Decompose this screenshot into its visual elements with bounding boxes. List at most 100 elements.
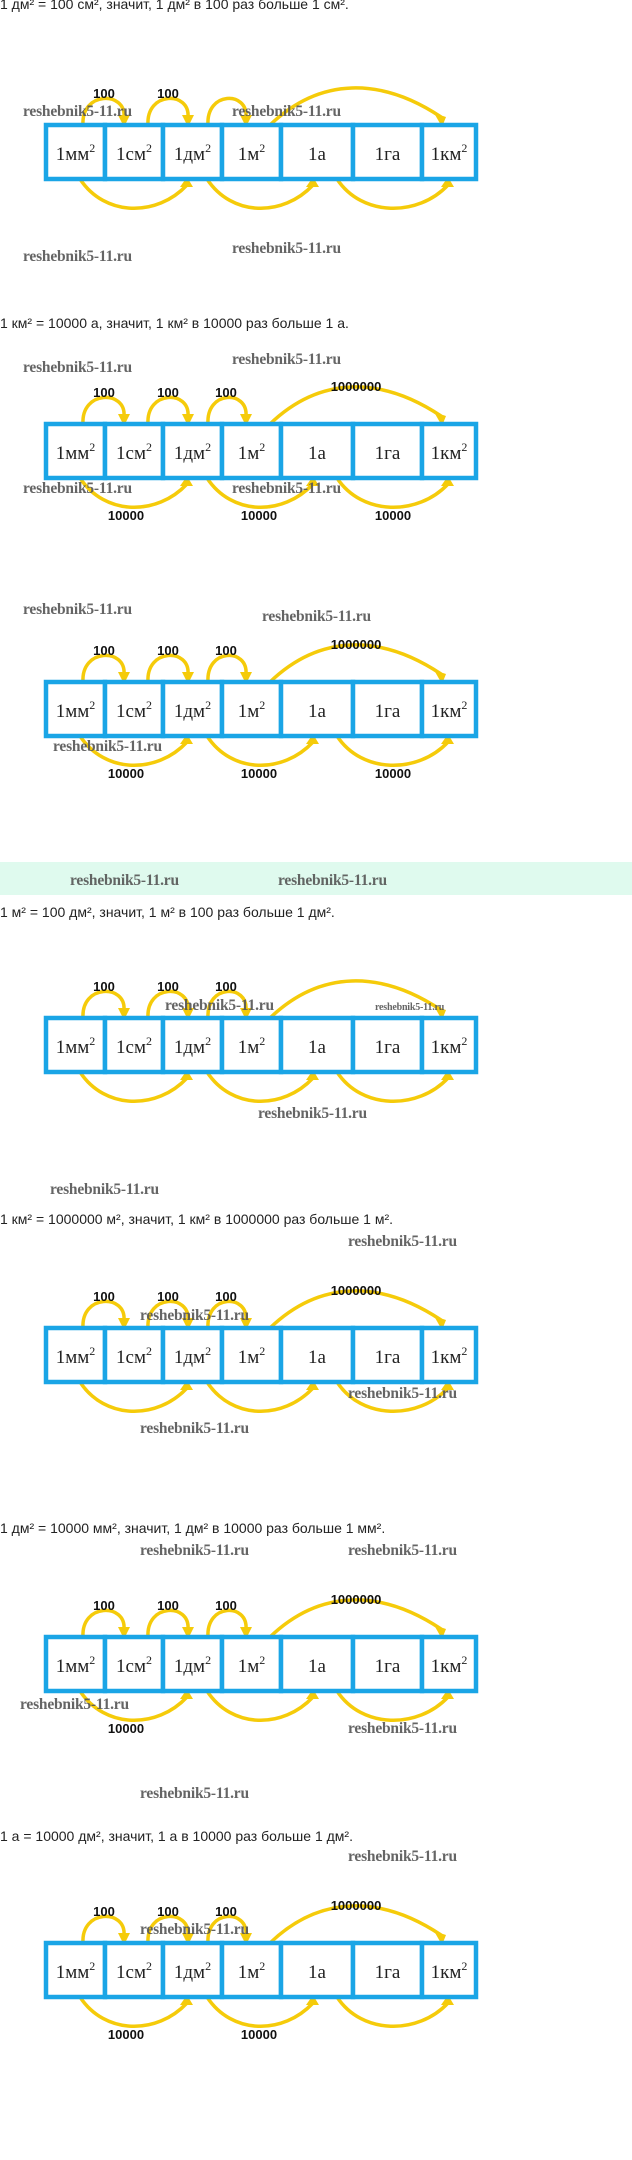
unit-cell-label: 1дм2: [174, 1959, 211, 1983]
unit-cell-box: [102, 679, 166, 739]
unit-exponent: 2: [146, 698, 152, 712]
unit-cell: 1дм2: [160, 1325, 225, 1385]
unit-cell-label: 1дм2: [174, 1034, 211, 1058]
bottom-arrow-arc: [78, 735, 189, 767]
unit-exponent: 2: [146, 1344, 152, 1358]
arrowhead-down-icon: [240, 414, 252, 426]
unit-name: 1км: [431, 144, 462, 165]
top-arrow-arc: [146, 96, 190, 126]
watermark: reshebnik5-11.ru: [53, 738, 162, 755]
watermark: reshebnik5-11.ru: [262, 608, 371, 625]
conversion-factor-label: 10000: [241, 508, 277, 523]
conversion-factor-label: 100: [93, 86, 115, 101]
unit-cell-box: [43, 421, 108, 481]
bottom-arrow-arc: [335, 477, 450, 510]
arrowhead-down-icon: [118, 1318, 130, 1330]
unit-name: 1мм: [56, 443, 90, 464]
unit-exponent: 2: [461, 698, 467, 712]
unit-exponent: 2: [205, 1344, 211, 1358]
unit-name: 1мм: [56, 701, 90, 722]
unit-cell-label: 1км2: [431, 440, 468, 464]
unit-cell-label: 1а: [308, 443, 327, 464]
unit-name: 1км: [431, 701, 462, 722]
bottom-arrow-arc: [78, 178, 189, 210]
arrowhead-down-icon: [118, 672, 130, 684]
watermark: reshebnik5-11.ru: [232, 351, 341, 368]
top-arrow-arc: [206, 653, 248, 683]
arrowhead-down-icon: [118, 414, 130, 426]
unit-cell-label: 1см2: [116, 1344, 152, 1368]
unit-name: 1дм: [174, 443, 205, 464]
bottom-arrow-arc: [335, 1690, 450, 1723]
unit-cell: 1га: [350, 122, 425, 182]
unit-exponent: 2: [259, 1034, 265, 1048]
explanation-line: 1 км² = 1000000 м², значит, 1 км² в 1000…: [0, 1211, 394, 1227]
top-arrow-arc: [146, 1299, 190, 1329]
top-arrow-arc: [81, 1299, 126, 1329]
explanation-line: 1 а = 10000 дм², значит, 1 а в 10000 раз…: [0, 1828, 353, 1844]
unit-exponent: 2: [205, 1959, 211, 1973]
unit-exponent: 2: [461, 1653, 467, 1667]
watermark: reshebnik5-11.ru: [375, 1002, 445, 1013]
top-arrow-arc-large: [268, 979, 442, 1020]
arrowhead-down-icon: [240, 115, 252, 127]
unit-cell-box: [419, 679, 479, 739]
top-arrow-arc: [206, 1914, 248, 1944]
top-arrow-arc: [146, 989, 190, 1019]
watermark: reshebnik5-11.ru: [140, 1420, 249, 1437]
conversion-factor-label: 100: [215, 1904, 237, 1919]
unit-cell-label: 1см2: [116, 698, 152, 722]
unit-cell: 1м2: [219, 679, 284, 739]
conversion-factor-label: 100: [215, 1598, 237, 1613]
watermark: reshebnik5-11.ru: [140, 1921, 249, 1938]
watermark: reshebnik5-11.ru: [348, 1848, 457, 1865]
unit-cell: 1м2: [219, 1015, 284, 1075]
conversion-factor-label: 100: [93, 643, 115, 658]
unit-exponent: 2: [89, 1344, 95, 1358]
unit-cell-box: [160, 1325, 225, 1385]
arrowhead-up-icon: [180, 1380, 193, 1390]
unit-name: 1а: [308, 701, 327, 722]
unit-cell-label: 1км2: [431, 1344, 468, 1368]
unit-cell-label: 1м2: [238, 698, 266, 722]
unit-cell-label: 1а: [308, 1962, 327, 1983]
unit-cell: 1дм2: [160, 1634, 225, 1694]
arrowhead-up-icon: [306, 1995, 319, 2005]
unit-cell: 1дм2: [160, 421, 225, 481]
highlight-band: [0, 862, 632, 895]
unit-exponent: 2: [89, 1034, 95, 1048]
unit-exponent: 2: [259, 1653, 265, 1667]
unit-exponent: 2: [146, 1959, 152, 1973]
explanation-line: 1 м² = 100 дм², значит, 1 м² в 100 раз б…: [0, 904, 335, 920]
unit-name: 1дм: [174, 1037, 205, 1058]
unit-cell-box: [43, 1325, 108, 1385]
watermark: reshebnik5-11.ru: [348, 1233, 457, 1250]
arrowhead-up-icon: [306, 1380, 319, 1390]
unit-cell-label: 1м2: [238, 440, 266, 464]
unit-exponent: 2: [89, 698, 95, 712]
arrowhead-down-icon: [240, 1008, 252, 1020]
watermark: reshebnik5-11.ru: [278, 872, 387, 889]
arrowhead-up-icon: [441, 476, 454, 486]
unit-cell-box: [350, 122, 425, 182]
unit-cell-label: 1м2: [238, 1653, 266, 1677]
unit-exponent: 2: [205, 698, 211, 712]
conversion-factor-label: 100: [215, 1289, 237, 1304]
unit-cell-box: [160, 1015, 225, 1075]
conversion-factor-label: 100: [157, 643, 179, 658]
unit-cell-label: 1мм2: [56, 1959, 96, 1983]
unit-exponent: 2: [461, 440, 467, 454]
conversion-factor-label: 100: [157, 86, 179, 101]
arrowhead-up-icon: [180, 1070, 193, 1080]
unit-cell-box: [419, 421, 479, 481]
top-arrow-arc-large: [268, 1289, 442, 1330]
unit-cell-label: 1га: [375, 1656, 401, 1677]
unit-name: 1мм: [56, 1656, 90, 1677]
unit-cell: 1см2: [102, 1940, 166, 2000]
unit-cell: 1мм2: [43, 679, 108, 739]
unit-name: 1км: [431, 443, 462, 464]
unit-cell-label: 1км2: [431, 1959, 468, 1983]
top-arrow-arc: [81, 395, 126, 425]
unit-name: 1см: [116, 144, 146, 165]
